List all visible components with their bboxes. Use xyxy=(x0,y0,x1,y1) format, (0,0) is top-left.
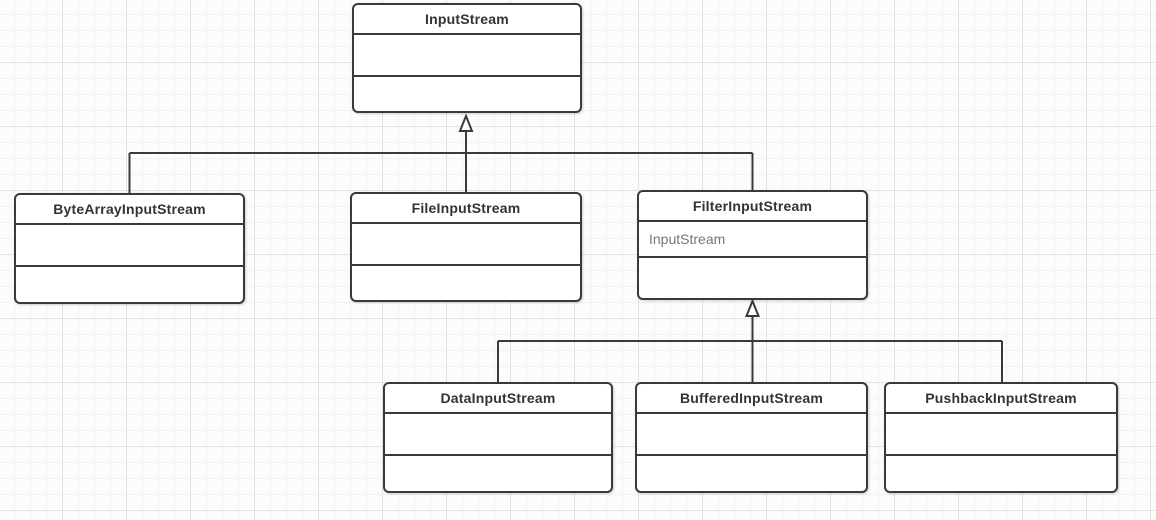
class-attributes xyxy=(16,225,243,267)
class-methods xyxy=(385,456,611,491)
generalization-arrow-icon xyxy=(745,298,760,317)
class-bytearrayinputstream[interactable]: ByteArrayInputStream xyxy=(14,193,245,304)
class-attributes xyxy=(637,414,866,456)
class-fileinputstream[interactable]: FileInputStream xyxy=(350,192,582,302)
class-methods xyxy=(354,77,580,111)
class-attributes xyxy=(385,414,611,456)
class-methods xyxy=(886,456,1116,491)
class-methods xyxy=(352,266,580,300)
class-title: InputStream xyxy=(354,5,580,35)
edge-to-inputstream[interactable] xyxy=(128,113,754,193)
class-title: DataInputStream xyxy=(385,384,611,414)
class-methods xyxy=(637,456,866,491)
class-title: PushbackInputStream xyxy=(886,384,1116,414)
class-pushbackinputstream[interactable]: PushbackInputStream xyxy=(884,382,1118,493)
class-title: FileInputStream xyxy=(352,194,580,224)
class-bufferedinputstream[interactable]: BufferedInputStream xyxy=(635,382,868,493)
class-filterinputstream[interactable]: FilterInputStream InputStream xyxy=(637,190,868,300)
class-title: BufferedInputStream xyxy=(637,384,866,414)
class-attributes xyxy=(886,414,1116,456)
class-title: ByteArrayInputStream xyxy=(16,195,243,225)
edge-to-filterinputstream[interactable] xyxy=(497,298,1003,382)
class-methods xyxy=(16,267,243,302)
class-inputstream[interactable]: InputStream xyxy=(352,3,582,113)
class-attributes xyxy=(352,224,580,266)
class-title: FilterInputStream xyxy=(639,192,866,222)
generalization-arrow-icon xyxy=(458,113,474,132)
class-methods xyxy=(639,258,866,298)
class-attributes: InputStream xyxy=(639,222,866,258)
attribute-text: InputStream xyxy=(649,231,726,247)
class-attributes xyxy=(354,35,580,77)
class-datainputstream[interactable]: DataInputStream xyxy=(383,382,613,493)
